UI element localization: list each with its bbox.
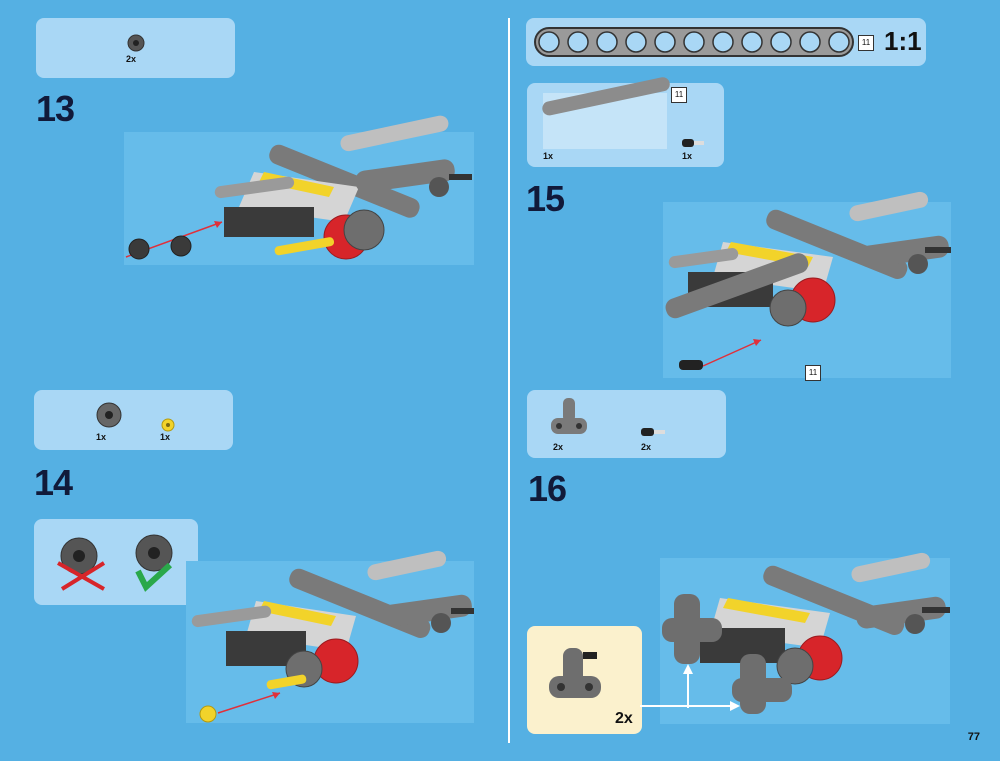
step14-assembly-drawing <box>191 550 474 723</box>
step15-part2-qty: 1x <box>682 151 693 161</box>
step14-illustration <box>186 550 474 723</box>
step16-part1-qty: 2x <box>553 442 564 452</box>
step15-assembly-drawing <box>665 191 951 370</box>
gear-12-icon <box>96 402 122 428</box>
step-number-16: 16 <box>528 468 567 509</box>
step-number-15: 15 <box>526 178 565 219</box>
step16-part2-qty: 2x <box>641 442 652 452</box>
step14-part1-qty: 1x <box>96 432 107 442</box>
angle-connector-icon <box>551 398 587 434</box>
step16-illustration <box>660 552 950 724</box>
step-number-13: 13 <box>36 88 75 129</box>
angle-connector-pin-drawing <box>549 648 601 698</box>
step14-gear-comparison <box>34 519 198 605</box>
step15-illustration: 11 <box>663 191 951 381</box>
pin-axle-icon-2 <box>641 428 665 436</box>
beam-11-ruler <box>534 27 854 57</box>
page-number: 77 <box>967 731 980 743</box>
correct-gear-icon <box>135 534 173 592</box>
step16-assembly-drawing <box>662 552 950 714</box>
assembly-beam-length-tag: 11 <box>805 365 821 381</box>
step15-parts-box: 11 1x 1x <box>527 77 724 167</box>
ruler-scale-label: 1:1 <box>884 26 922 56</box>
step13-parts-box: 2x <box>36 18 235 78</box>
beam-11-icon <box>542 77 670 116</box>
step14-part2-qty: 1x <box>160 432 171 442</box>
step13-assembly-drawing <box>125 115 472 260</box>
step13-illustration <box>124 115 474 265</box>
yellow-bush-icon <box>161 418 175 432</box>
callout-arrow <box>640 701 740 711</box>
step16-parts-box: 2x 2x <box>527 390 726 458</box>
wrong-gear-icon <box>57 537 106 591</box>
step-number-14: 14 <box>34 462 73 503</box>
step16-callout-box: 2x <box>527 626 642 734</box>
step16-callout-qty: 2x <box>615 710 633 727</box>
step14-parts-box: 1x 1x <box>34 390 233 450</box>
ruler-length-tag: 11 <box>858 35 874 51</box>
scale-ruler-box: 11 1:1 <box>526 18 926 66</box>
step15-part1-qty: 1x <box>543 151 554 161</box>
gear-8-icon <box>127 34 145 52</box>
beam-length-tag: 11 <box>671 87 687 103</box>
pin-axle-icon <box>682 139 704 147</box>
step13-part-qty: 2x <box>126 54 137 64</box>
column-divider <box>508 18 510 743</box>
